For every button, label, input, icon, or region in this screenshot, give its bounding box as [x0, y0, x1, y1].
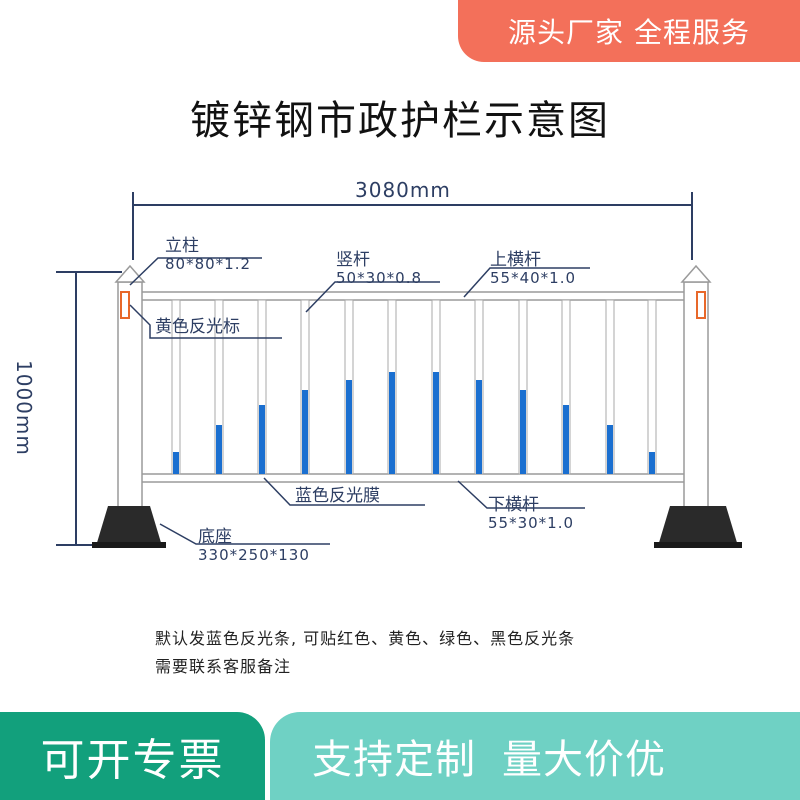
guardrail-diagram: [56, 192, 742, 548]
left-yellow-reflector-icon: [120, 291, 130, 319]
width-dimension: [132, 192, 693, 260]
base-label-spec: 330*250*130: [198, 546, 310, 564]
blue-reflective-film: [216, 425, 222, 474]
width-dimension-label: 3080mm: [355, 178, 451, 202]
top-rail-label: 上横杆 55*40*1.0: [490, 251, 576, 287]
height-dimension-label: 1000mm: [12, 360, 36, 456]
blue-reflective-film: [476, 380, 482, 474]
blue-film-label: 蓝色反光膜: [295, 487, 380, 505]
blue-reflective-film: [607, 425, 613, 474]
top-rail-label-spec: 55*40*1.0: [490, 269, 577, 287]
blue-reflective-film: [259, 405, 265, 474]
leader-post: [129, 257, 262, 286]
bottom-bar: 可开专票 支持定制 量大价优: [0, 712, 800, 800]
blue-reflective-film: [389, 372, 395, 474]
blue-reflective-film: [563, 405, 569, 474]
bottom-right-text-2: 量大价优: [502, 737, 666, 783]
height-dimension: [56, 271, 122, 546]
bottom-left-badge: 可开专票: [0, 712, 265, 800]
post-label: 立柱 80*80*1.2: [165, 237, 251, 273]
blue-film-label-name: 蓝色反光膜: [295, 486, 380, 506]
picket-label: 竖杆 50*30*0.8: [336, 251, 422, 287]
right-post: [654, 264, 742, 548]
blue-reflective-film: [302, 390, 308, 474]
note-line-1: 默认发蓝色反光条, 可贴红色、黄色、绿色、黑色反光条: [155, 629, 576, 648]
post-label-spec: 80*80*1.2: [165, 255, 252, 273]
top-banner: 源头厂家 全程服务: [458, 0, 800, 62]
leader-base: [159, 523, 330, 545]
leader-lines: [129, 257, 590, 545]
leader-picket: [305, 281, 440, 313]
post-label-name: 立柱: [165, 236, 199, 256]
leader-blue-film: [263, 477, 425, 506]
left-post: [92, 264, 166, 548]
reflector-label: 黄色反光标: [155, 318, 240, 336]
bottom-right-badge: 支持定制 量大价优: [270, 712, 800, 800]
picket-label-spec: 50*30*0.8: [336, 269, 423, 287]
right-base: [658, 506, 738, 546]
pickets: [171, 299, 657, 475]
note-line-2: 需要联系客服备注: [155, 657, 292, 676]
blue-reflective-film: [649, 452, 655, 474]
bottom-rail-label: 下横杆 55*30*1.0: [488, 496, 574, 532]
top-rail-label-name: 上横杆: [490, 250, 541, 270]
top-banner-text: 源头厂家 全程服务: [508, 16, 750, 49]
blue-reflective-film: [520, 390, 526, 474]
leader-bottom-rail: [457, 480, 585, 509]
reflector-label-name: 黄色反光标: [155, 317, 240, 337]
bottom-rail-label-name: 下横杆: [488, 495, 539, 515]
right-yellow-reflector-icon: [696, 291, 706, 319]
bottom-left-text: 可开专票: [40, 735, 225, 786]
bottom-rail-label-spec: 55*30*1.0: [488, 514, 575, 532]
base-label-name: 底座: [198, 527, 232, 547]
bottom-right-text-1: 支持定制: [312, 737, 476, 783]
blue-reflective-film: [433, 372, 439, 474]
picket: [647, 299, 657, 475]
page-title: 镀锌钢市政护栏示意图: [190, 98, 610, 144]
leader-reflector: [129, 304, 282, 339]
leader-top-rail: [463, 267, 590, 298]
picket-label-name: 竖杆: [336, 250, 370, 270]
left-base: [96, 506, 162, 546]
blue-reflective-film: [346, 380, 352, 474]
top-rail: [137, 291, 695, 301]
blue-reflective-film: [173, 452, 179, 474]
bottom-rail: [137, 473, 695, 483]
base-label: 底座 330*250*130: [198, 528, 310, 564]
